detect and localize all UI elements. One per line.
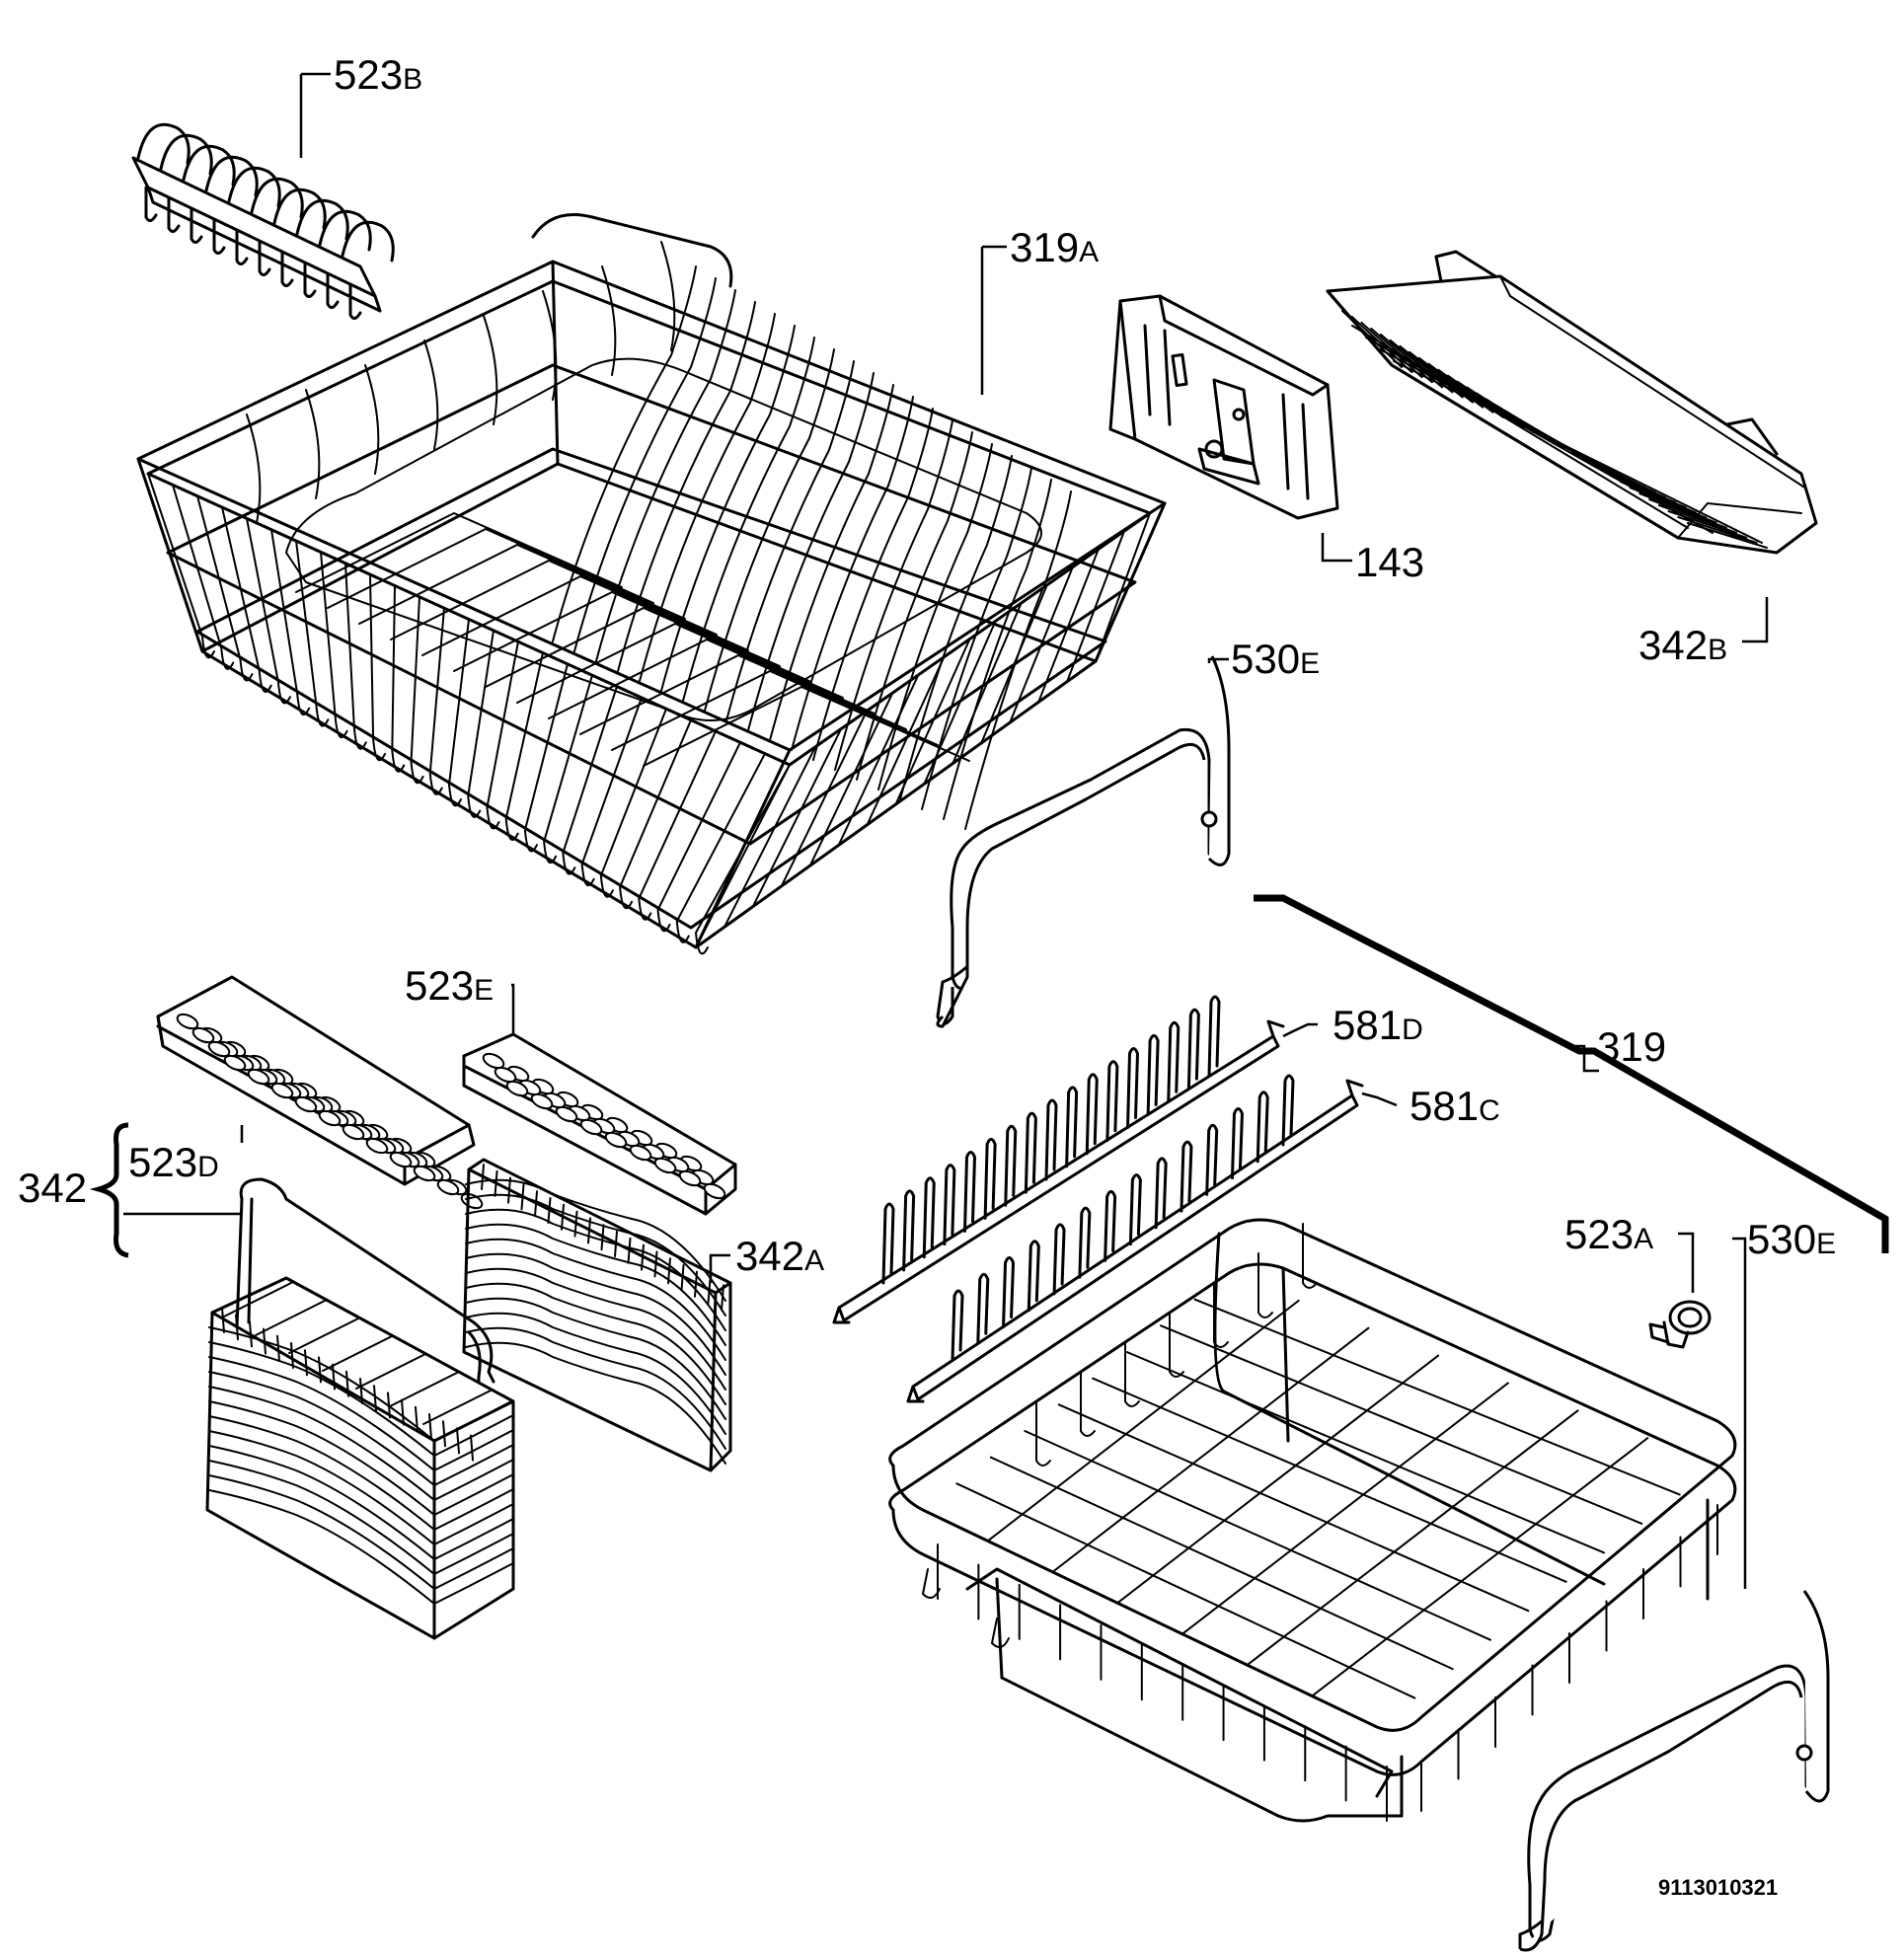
label-319: 319	[1597, 1023, 1666, 1070]
label-523a: 523A	[1564, 1211, 1653, 1257]
label-342b: 342B	[1638, 622, 1727, 668]
part-342b-side-basket	[1326, 250, 1818, 555]
part-319a-upper-basket	[136, 213, 1167, 955]
label-581d: 581D	[1333, 1002, 1423, 1048]
drawing-code: 9113010321	[1658, 1875, 1778, 1900]
part-319-lower-basket	[888, 1218, 1737, 1823]
part-581d-tine-row	[832, 995, 1285, 1324]
bracket-342	[89, 1122, 129, 1258]
label-342: 342	[18, 1165, 87, 1211]
label-581c: 581C	[1409, 1083, 1500, 1129]
part-143-rack-adjuster	[1108, 294, 1339, 520]
label-342a: 342A	[735, 1233, 824, 1279]
part-342a-cutlery-basket	[462, 1158, 732, 1472]
label-523d: 523D	[128, 1139, 219, 1185]
label-319a: 319A	[1010, 224, 1099, 270]
part-523a-wheel	[1648, 1300, 1712, 1349]
part-530e-lower-rail	[1518, 1590, 1830, 1952]
label-143: 143	[1355, 539, 1424, 585]
part-523b-cup-rack	[131, 122, 395, 320]
part-342-cutlery-basket-handle	[205, 1177, 515, 1640]
label-530e-bottom: 530E	[1747, 1216, 1836, 1262]
part-530e-upper-rail	[936, 655, 1231, 1028]
label-530e-top: 530E	[1231, 636, 1320, 682]
leader-lines	[123, 72, 1889, 1589]
part-581c-tine-row	[906, 1074, 1364, 1403]
label-523e: 523E	[405, 962, 494, 1009]
label-523b: 523B	[334, 51, 422, 98]
